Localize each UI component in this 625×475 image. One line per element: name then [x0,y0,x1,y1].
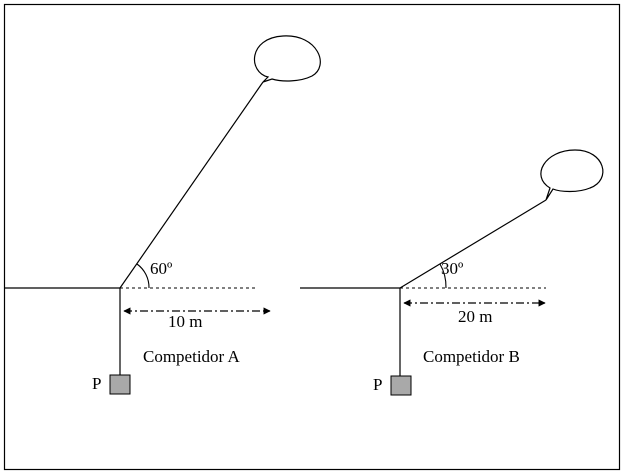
competitor-a-weight-label: P [92,374,101,393]
competitor-b-angle-arc [439,263,447,289]
competitor-b-weight [390,375,412,396]
competitor-b-string [399,199,547,289]
competitor-b-angle-label: 30º [441,259,463,278]
competitor-a-name: Competidor A [143,347,241,366]
competitor-a-distance-label: 10 m [168,312,202,331]
competitor-a-balloon [253,35,321,83]
frame-border [3,3,621,471]
competitor-b-group: 30º 20 m P Competidor B [300,149,604,396]
competitor-a-weight [109,374,131,395]
competitor-b-name: Competidor B [423,347,520,366]
competitor-b-weight-label: P [373,375,382,394]
competitor-b-balloon [540,149,604,201]
competitor-a-angle-label: 60º [150,259,172,278]
competitor-b-distance-label: 20 m [458,307,492,326]
competitor-a-group: 60º 10 m P Competidor A [5,35,321,395]
competitor-a-angle-arc [136,263,150,289]
competitor-a-string [119,81,264,289]
